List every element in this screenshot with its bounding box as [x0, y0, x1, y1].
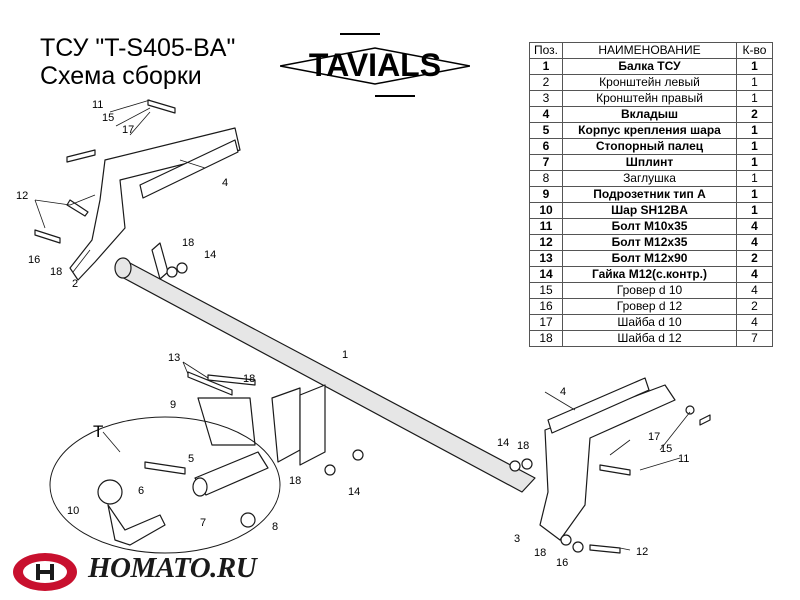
callout-18f: 18 [534, 547, 546, 559]
callout-18a: 18 [50, 266, 62, 278]
callout-18c: 18 [243, 373, 255, 385]
beam [117, 261, 536, 493]
callout-18e: 18 [517, 440, 529, 452]
logo-text: TAVIALS [309, 47, 441, 83]
row-name: Корпус крепления шара [562, 122, 737, 139]
title-line-1: ТСУ "T-S405-BA" [40, 34, 236, 62]
row-qty: 7 [736, 330, 773, 347]
callout-12b: 12 [636, 546, 648, 558]
callout-14c: 14 [497, 437, 509, 449]
header-name: НАИМЕНОВАНИЕ [562, 42, 737, 59]
bracket-left [69, 127, 241, 281]
callout-14a: 14 [204, 249, 216, 261]
callout-11a: 11 [92, 99, 103, 111]
plug [240, 512, 256, 528]
callout-12a: 12 [16, 190, 28, 202]
callout-2: 2 [72, 278, 78, 290]
callout-16b: 16 [556, 557, 568, 569]
row-name: Балка ТСУ [562, 58, 737, 75]
callout-15a: 15 [102, 112, 114, 124]
callout-17b: 17 [648, 431, 660, 443]
callout-11b: 11 [678, 453, 689, 465]
callout-17a: 17 [122, 124, 134, 136]
diagram-title: ТСУ "T-S405-BA" Схема сборки [40, 34, 235, 90]
callout-18d: 18 [289, 475, 301, 487]
homato-logo-icon [13, 553, 77, 591]
callout-5: 5 [188, 453, 194, 465]
footer-brand: HOMATO.RU [10, 550, 257, 594]
center-plate-1 [271, 387, 301, 463]
callout-14b: 14 [348, 486, 360, 498]
tavials-logo: TAVIALS [280, 33, 470, 97]
tow-ball [97, 479, 123, 505]
ball-group-outline [49, 416, 281, 554]
insert-right [547, 377, 650, 434]
callout-10: 10 [67, 505, 79, 517]
callout-t: T [93, 422, 103, 441]
callout-6: 6 [138, 485, 144, 497]
callout-7: 7 [200, 517, 206, 529]
insert-left [139, 139, 239, 199]
callout-4a: 4 [222, 177, 228, 189]
callout-3: 3 [514, 533, 520, 545]
callout-16a: 16 [28, 254, 40, 266]
callout-8: 8 [272, 521, 278, 533]
callout-13: 13 [168, 352, 180, 364]
callout-1: 1 [342, 349, 348, 361]
homato-wordmark: HOMATO.RU [88, 552, 257, 584]
row-name: Заглушка [562, 170, 737, 187]
row-name: Подрозетник тип А [562, 186, 737, 203]
callout-18b: 18 [182, 237, 194, 249]
title-line-2: Схема сборки [40, 62, 202, 90]
callout-4b: 4 [560, 386, 566, 398]
center-plate-2 [299, 384, 326, 466]
row-name: Кронштейн правый [562, 90, 737, 107]
row-pos: 13 [529, 250, 563, 267]
callout-9: 9 [170, 399, 176, 411]
callout-15b: 15 [660, 443, 672, 455]
row-qty: 2 [736, 298, 773, 315]
row-qty: 2 [736, 250, 773, 267]
